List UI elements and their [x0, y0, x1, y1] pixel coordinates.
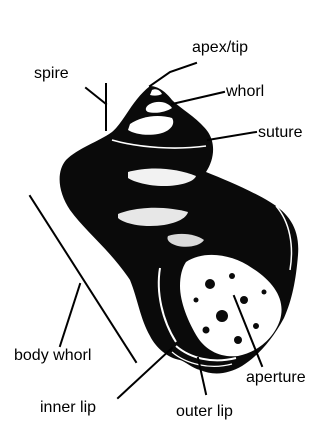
- whorl-label: whorl: [226, 84, 264, 100]
- apex-leader: [150, 63, 196, 86]
- spire-label: spire: [34, 66, 69, 82]
- body-whorl-label: body whorl: [14, 348, 91, 364]
- aperture-label: aperture: [246, 370, 306, 386]
- inner-lip-leader: [118, 348, 172, 398]
- apex-label: apex/tip: [192, 40, 248, 56]
- suture-leader: [208, 132, 256, 140]
- body-whorl-leader: [60, 284, 80, 346]
- whorl-leader: [172, 92, 224, 104]
- suture-label: suture: [258, 125, 302, 141]
- inner-lip-label: inner lip: [40, 400, 96, 416]
- outer-lip-label: outer lip: [176, 404, 233, 420]
- spire-leader: [86, 88, 106, 104]
